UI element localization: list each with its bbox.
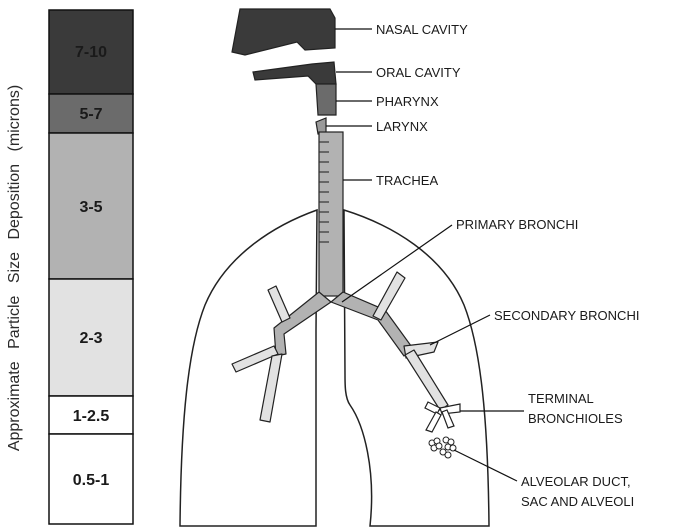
pharynx-shape bbox=[316, 84, 336, 115]
label-terminal-line-1: TERMINAL bbox=[528, 391, 594, 406]
oral-cavity-shape bbox=[253, 62, 336, 84]
nasal-cavity-shape bbox=[232, 9, 335, 55]
label-larynx: LARYNX bbox=[376, 119, 428, 134]
label-nasal-cavity: NASAL CAVITY bbox=[376, 22, 468, 37]
label-oral-cavity: ORAL CAVITY bbox=[376, 65, 461, 80]
bronchial-tree bbox=[232, 272, 448, 422]
scale-label-2-3: 2-3 bbox=[79, 330, 102, 347]
trachea-tube bbox=[319, 132, 343, 296]
leader-secondary bbox=[430, 315, 490, 345]
upper-airway bbox=[232, 9, 336, 134]
alveoli-clusters bbox=[429, 437, 456, 458]
label-alveolar-line-2: SAC AND ALVEOLI bbox=[521, 494, 634, 509]
label-trachea: TRACHEA bbox=[376, 173, 438, 188]
scale-label-7-10: 7-10 bbox=[75, 44, 107, 61]
scale-label-5-7: 5-7 bbox=[79, 106, 102, 123]
right-upper-branch bbox=[373, 272, 405, 320]
label-primary-bronchi: PRIMARY BRONCHI bbox=[456, 217, 578, 232]
leader-alveolar bbox=[454, 450, 517, 481]
label-secondary-bronchi: SECONDARY BRONCHI bbox=[494, 308, 639, 323]
left-lower-branch bbox=[260, 354, 282, 422]
right-lower-branch bbox=[405, 350, 448, 410]
label-pharynx: PHARYNX bbox=[376, 94, 439, 109]
scale-label-0-5-1: 0.5-1 bbox=[73, 472, 110, 489]
scale-label-1-2-5: 1-2.5 bbox=[73, 408, 110, 425]
left-upper-branch bbox=[268, 286, 290, 322]
scale-label-3-5: 3-5 bbox=[79, 199, 102, 216]
trachea bbox=[319, 132, 343, 296]
label-terminal-line-2: BRONCHIOLES bbox=[528, 411, 623, 426]
annotations: NASAL CAVITY ORAL CAVITY PHARYNX LARYNX … bbox=[376, 22, 639, 509]
particle-size-scale: 7-10 5-7 3-5 2-3 1-2.5 0.5-1 bbox=[49, 10, 133, 524]
left-lung-outline bbox=[180, 210, 317, 526]
label-alveolar-line-1: ALVEOLAR DUCT, bbox=[521, 474, 631, 489]
